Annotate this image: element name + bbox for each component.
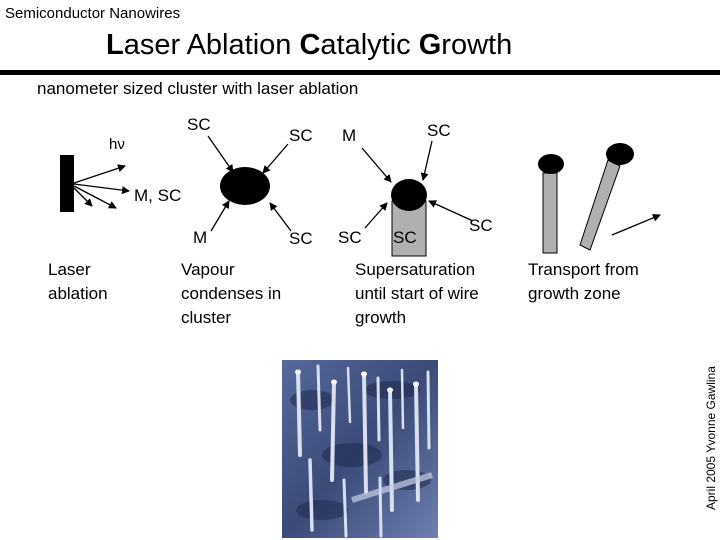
sc-label-bottom-2: SC: [338, 229, 362, 246]
m-sc-label: M, SC: [134, 187, 181, 204]
caption-transport: Transport from growth zone: [528, 258, 639, 306]
transported-nanowire: [580, 160, 620, 250]
supersaturated-cluster: [391, 179, 427, 211]
sc-label-top-right: SC: [427, 122, 451, 139]
ablation-target: [60, 155, 74, 212]
sc-label-bottom-3: SC: [393, 229, 417, 246]
grown-nanowire: [543, 173, 557, 253]
transported-cluster: [606, 143, 634, 165]
metal-cluster: [220, 167, 270, 205]
m-label-bottom: M: [193, 229, 207, 246]
sc-label-right: SC: [469, 217, 493, 234]
caption-supersaturation: Supersaturation until start of wire grow…: [355, 258, 479, 330]
credit-label: April 2005 Yvonne Gawlina: [704, 366, 718, 510]
sc-label-top-left: SC: [187, 116, 211, 133]
sc-label-top-mid: SC: [289, 127, 313, 144]
sc-label-bottom-1: SC: [289, 230, 313, 247]
wire-tip-cluster: [538, 154, 564, 174]
photon-label: hν: [109, 137, 125, 152]
nanowire-micrograph: [282, 360, 438, 538]
ablation-plume-arrows: [74, 166, 129, 208]
transport-arrow: [612, 215, 660, 235]
caption-laser-ablation: Laser ablation: [48, 258, 108, 306]
m-label-top: M: [342, 127, 356, 144]
caption-vapour-condenses: Vapour condenses in cluster: [181, 258, 281, 330]
